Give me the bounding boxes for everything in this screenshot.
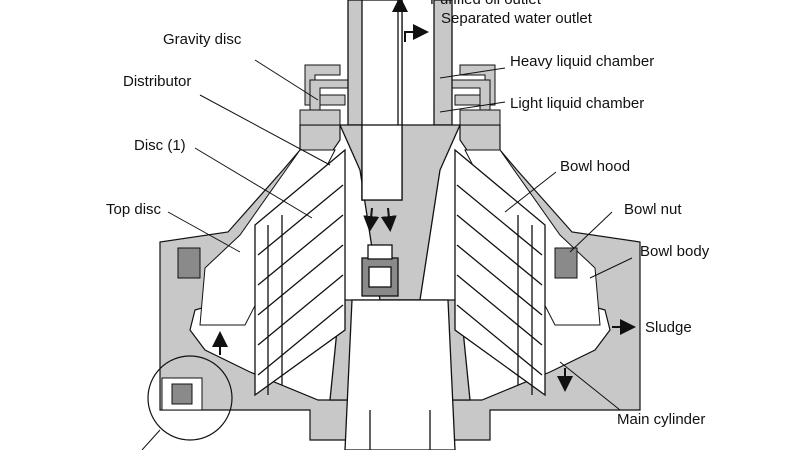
disc-stack-right: [454, 148, 546, 397]
disc-stack-left: [254, 148, 346, 397]
label-gravity-disc: Gravity disc: [163, 31, 242, 48]
label-heavy-liquid-chamber: Heavy liquid chamber: [510, 53, 655, 70]
label-light-liquid-chamber: Light liquid chamber: [510, 95, 645, 112]
top-chambers: [299, 64, 501, 126]
central-shaft: [329, 0, 471, 450]
label-bowl-body: Bowl body: [640, 243, 710, 260]
label-distributor: Distributor: [123, 73, 192, 90]
label-separated-water-outlet: Separated water outlet: [441, 10, 592, 27]
leader-lines: [167, 59, 633, 411]
label-purified-oil-outlet: Purified oil outlet: [430, 0, 541, 9]
label-sludge: Sludge: [645, 319, 692, 336]
flow-arrows: [212, 0, 636, 392]
label-main-cylinder: Main cylinder: [617, 411, 706, 428]
detail-circle: [147, 355, 233, 441]
label-disc-1: Disc (1): [134, 137, 186, 154]
label-top-disc: Top disc: [106, 201, 162, 218]
label-bowl-nut: Bowl nut: [624, 201, 682, 218]
label-bowl-hood: Bowl hood: [560, 158, 631, 175]
